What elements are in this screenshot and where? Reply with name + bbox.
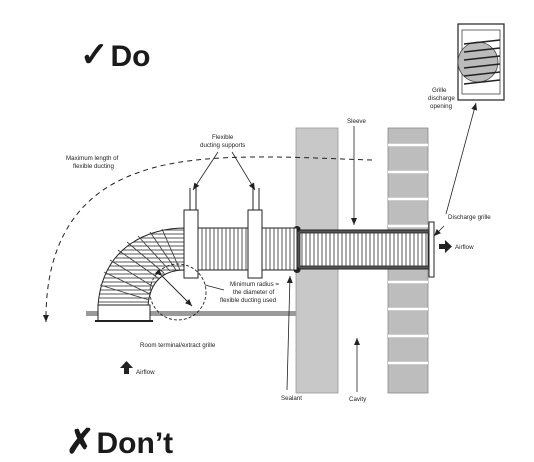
- do-heading: ✓Do: [80, 38, 151, 72]
- dont-heading: ✗Don’t: [66, 425, 173, 459]
- room-terminal-grille: [97, 304, 151, 322]
- dont-label: Don’t: [96, 427, 174, 460]
- label-grille-opening-3: opening: [430, 103, 453, 110]
- label-min-radius-2: the diameter of: [233, 289, 275, 296]
- label-room-terminal: Room terminal/extract grille: [140, 342, 216, 349]
- label-sealant: Sealant: [281, 395, 302, 402]
- floor-line: [86, 311, 296, 316]
- label-sleeve: Sleeve: [347, 118, 366, 125]
- cross-icon: ✗: [66, 423, 95, 461]
- duct-supports: [183, 188, 263, 279]
- label-supports-1: Flexible: [212, 134, 234, 141]
- label-max-length-2: flexible ducting: [73, 163, 114, 170]
- minimum-radius-circle: [149, 263, 207, 321]
- discharge-grille-plate: [428, 221, 435, 278]
- label-grille-opening-2: discharge: [428, 95, 455, 102]
- flexible-duct-horizontal: [184, 227, 298, 271]
- label-airflow-bottom: Airflow: [136, 369, 155, 376]
- label-discharge-grille: Discharge grille: [448, 214, 491, 221]
- checkmark-icon: ✓: [80, 36, 109, 74]
- label-cavity: Cavity: [349, 396, 367, 403]
- label-airflow-right: Airflow: [455, 244, 474, 251]
- maximum-length-arc: [42, 156, 373, 323]
- label-grille-opening-1: Grille: [432, 87, 447, 94]
- label-min-radius-3: flexible ducting used: [220, 297, 277, 304]
- airflow-up-arrow: [120, 361, 133, 374]
- label-max-length-1: Maximum length of: [66, 155, 119, 162]
- label-min-radius-1: Minimum radius =: [230, 281, 279, 288]
- do-label: Do: [110, 40, 151, 73]
- airflow-right-arrow: [439, 240, 452, 253]
- external-grille: [457, 23, 505, 101]
- label-supports-2: ducting supports: [200, 142, 245, 149]
